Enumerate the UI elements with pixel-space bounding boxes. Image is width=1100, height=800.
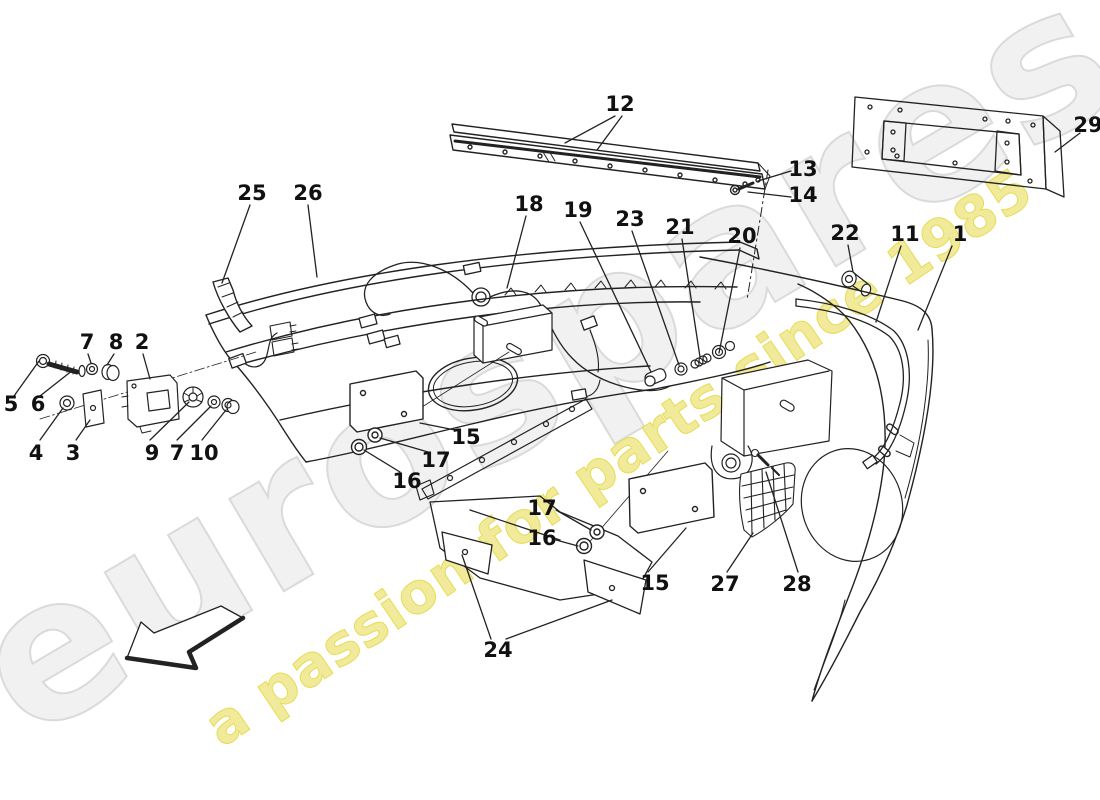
seal-strip-part-11 <box>795 298 910 470</box>
callout-14: 14 <box>788 183 817 207</box>
washer-part-17 <box>367 427 383 443</box>
callout-11: 11 <box>890 222 919 246</box>
callout-18: 18 <box>514 192 543 216</box>
callout-27: 27 <box>710 572 739 596</box>
upper-rail-part-12 <box>449 123 771 190</box>
nut-part-4 <box>59 395 75 411</box>
callout-15a: 15 <box>451 425 480 449</box>
mesh-vent-part-27 <box>739 448 796 538</box>
nut-part-16 <box>575 537 593 555</box>
sensor-wire <box>242 332 278 368</box>
callout-28: 28 <box>782 572 811 596</box>
callout-16a: 16 <box>392 469 421 493</box>
callout-12: 12 <box>605 92 634 116</box>
callout-8: 8 <box>109 330 124 354</box>
nut-part-16 <box>350 438 368 456</box>
callout-21: 21 <box>665 215 694 239</box>
bracket-part-2 <box>126 374 180 428</box>
sensor-holder-part-22 <box>841 270 857 288</box>
callout-15b: 15 <box>640 571 669 595</box>
mount-plate-part-29 <box>851 96 1065 198</box>
spring-part-21 <box>690 353 712 369</box>
direction-arrow <box>124 605 246 671</box>
washer-part-6 <box>78 364 86 378</box>
callout-leader-lines <box>13 115 1081 640</box>
washer-part-23 <box>674 362 688 376</box>
callout-22: 22 <box>830 221 859 245</box>
callout-9: 9 <box>145 441 160 465</box>
washer-part-17 <box>589 524 605 540</box>
callout-3: 3 <box>66 441 81 465</box>
left-fastener-group <box>35 351 257 434</box>
washer-part-7 <box>85 362 99 376</box>
top-gasket-strip-part-26 <box>205 241 760 325</box>
lower-sill-rail <box>415 398 593 501</box>
wheel-arch-opening <box>800 448 904 562</box>
callout-6: 6 <box>31 392 46 416</box>
callout-7a: 7 <box>80 330 95 354</box>
callout-24: 24 <box>483 638 512 662</box>
callout-1: 1 <box>953 222 968 246</box>
rail-screw-part-14 <box>729 169 769 301</box>
assembly-axis-dashed-line <box>746 169 769 301</box>
washer-part-7b <box>207 395 221 409</box>
callout-5: 5 <box>4 392 19 416</box>
screw-part-28 <box>750 448 780 476</box>
callout-4: 4 <box>29 441 44 465</box>
plate-part-3 <box>82 389 105 428</box>
bolt-part-5 <box>35 353 51 369</box>
callout-17a: 17 <box>421 448 450 472</box>
corner-seal-part-25 <box>212 277 253 333</box>
plate-pad-a-part-15 <box>349 370 424 456</box>
callout-23: 23 <box>615 207 644 231</box>
wire-connector <box>228 352 247 369</box>
callout-29: 29 <box>1073 113 1100 137</box>
wiring-harness-part-18 <box>228 261 671 401</box>
callout-16b: 16 <box>527 526 556 550</box>
callout-25: 25 <box>237 181 266 205</box>
inner-bumper-shell <box>205 279 771 463</box>
callout-7b: 7 <box>170 441 185 465</box>
callout-20: 20 <box>727 224 756 248</box>
callout-2: 2 <box>135 330 150 354</box>
callout-10: 10 <box>189 441 218 465</box>
callout-26: 26 <box>293 181 322 205</box>
callout-13: 13 <box>788 157 817 181</box>
callout-labels: 1 2 3 4 5 6 7 7 8 9 10 11 12 13 14 15 15… <box>4 92 1100 662</box>
under-tray-part-24 <box>429 495 653 615</box>
plate-pad-b-part-15 <box>575 450 715 555</box>
callout-17b: 17 <box>527 496 556 520</box>
callout-19: 19 <box>563 198 592 222</box>
impact-absorber-blocks <box>402 304 833 480</box>
